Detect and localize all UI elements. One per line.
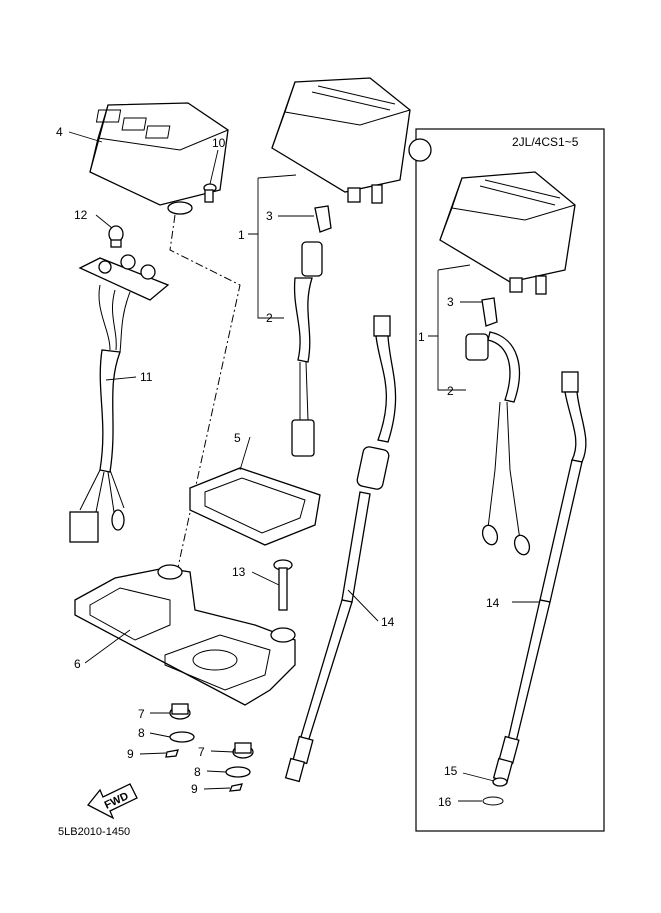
clip-15 (492, 777, 508, 787)
callout-6: 6 (74, 657, 81, 671)
leader-lines (68, 131, 540, 802)
grommet-7a (169, 703, 191, 720)
variant-box (415, 128, 605, 832)
meter-assembly-1 (271, 77, 432, 204)
pin-9b (228, 783, 243, 792)
assembly-line-left (161, 214, 241, 641)
speedo-cable-14 (284, 315, 397, 783)
pin-9a (165, 749, 179, 758)
callout-3: 3 (266, 209, 273, 223)
speedo-cable-14-variant (492, 371, 587, 783)
callout-8b: 8 (194, 765, 201, 779)
meter-bracket-6 (74, 564, 296, 706)
meter-assembly-1-variant (439, 171, 576, 295)
o-ring-16 (482, 796, 504, 806)
callout-16: 16 (438, 795, 452, 809)
callout-9b: 9 (191, 782, 198, 796)
wire-harness-11 (69, 254, 170, 543)
lead-wire-2 (291, 241, 323, 457)
fwd-arrow-icon: FWD (86, 783, 138, 820)
callout-11: 11 (140, 370, 153, 384)
callout-4: 4 (56, 125, 63, 139)
washer-8a (169, 731, 195, 743)
callout-7a: 7 (138, 707, 145, 721)
callout-2-variant: 2 (447, 384, 454, 398)
callout-3-variant: 3 (447, 295, 454, 309)
callout-2: 2 (266, 311, 273, 325)
callout-9a: 9 (127, 747, 134, 761)
socket-3 (314, 205, 332, 233)
washer-8b (225, 766, 251, 778)
callout-14-variant: 14 (486, 596, 500, 610)
screw-10 (203, 183, 217, 203)
callout-1-variant: 1 (418, 330, 425, 344)
callout-10: 10 (212, 136, 226, 150)
grommet-7b (232, 742, 254, 759)
diagram-code: 5LB2010-1450 (58, 826, 130, 838)
bolt-13 (273, 559, 293, 611)
callout-5: 5 (234, 431, 241, 445)
callout-12: 12 (74, 208, 88, 222)
callout-15: 15 (444, 764, 458, 778)
callout-7b: 7 (198, 745, 205, 759)
callout-1: 1 (238, 228, 245, 242)
lead-wire-2-variant (465, 331, 531, 556)
callout-8a: 8 (138, 726, 145, 740)
socket-3-variant (481, 297, 498, 327)
variant-box-title: 2JL/4CS1~5 (512, 135, 579, 149)
bulb-12 (108, 225, 124, 248)
meter-cover-4 (89, 102, 229, 215)
callout-13: 13 (232, 565, 246, 579)
gasket-5 (189, 467, 321, 546)
callout-14: 14 (381, 615, 395, 629)
